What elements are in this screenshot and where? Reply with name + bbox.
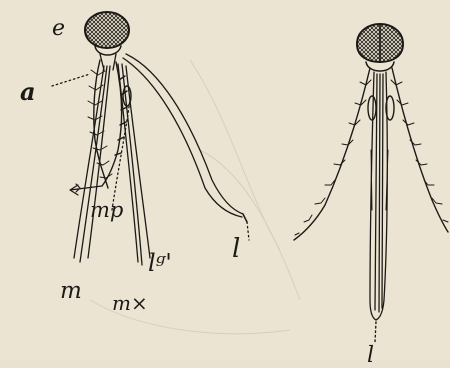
label-a: a — [20, 80, 36, 104]
right-mosquito-proboscis — [370, 72, 388, 320]
figure-plate: e a mp lᵍ' l m m× l — [0, 0, 450, 360]
left-mosquito-mouthparts — [74, 54, 247, 265]
label-mp: mp — [90, 200, 123, 221]
mosquito-illustrations — [0, 0, 450, 360]
label-l: l — [232, 236, 240, 262]
label-e: e — [52, 18, 65, 40]
label-m: m — [60, 280, 82, 303]
label-lg: lᵍ' — [148, 251, 172, 275]
left-leader-lines — [52, 74, 249, 240]
label-mx: m× — [112, 293, 148, 313]
right-leader-line — [375, 322, 376, 342]
label-l-right: l — [367, 345, 374, 367]
